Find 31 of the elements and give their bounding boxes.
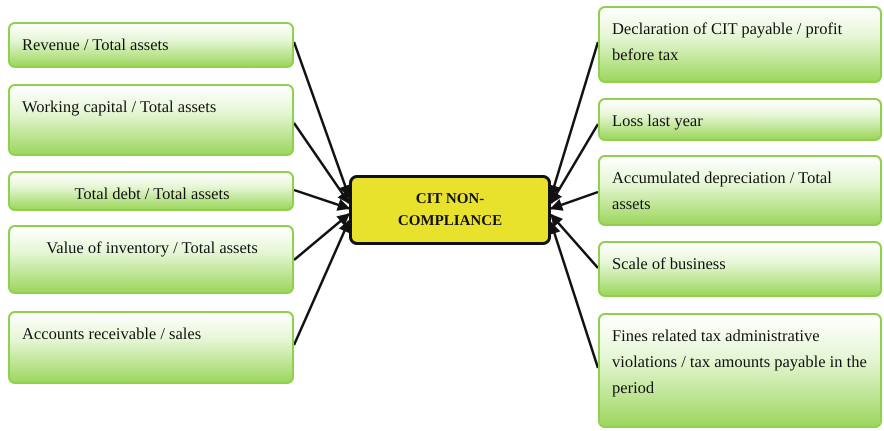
factor-text: Accounts receivable / sales [22, 324, 202, 343]
factor-text: Working capital / Total assets [22, 97, 216, 116]
central-box [349, 175, 551, 245]
box-title: CIT NON-COMPLIANCE [396, 190, 504, 231]
factor-box [598, 313, 882, 428]
arrow [292, 122, 350, 204]
factor-box [598, 6, 882, 83]
arrow [292, 220, 350, 346]
arrow [550, 214, 599, 269]
factor-text: Fines related tax administrative violations / tax amounts payable in the period [612, 326, 867, 397]
factor-box [598, 98, 882, 141]
factor-box [8, 171, 294, 211]
arrow [294, 188, 350, 211]
factor-text: Total debt / Total assets [74, 184, 230, 203]
factor-box [8, 84, 294, 156]
arrow [293, 213, 350, 261]
factor-text: Accumulated depreciation / Total assets [612, 168, 832, 213]
factor-box [598, 155, 882, 226]
factor-text: Revenue / Total assets [22, 35, 169, 54]
factor-text: Scale of business [612, 254, 726, 273]
factor-box [8, 311, 294, 384]
arrow [550, 123, 600, 204]
factor-text: Value of inventory / Total assets [46, 238, 258, 257]
factor-text: Declaration of CIT payable / profit before tax [612, 19, 842, 64]
factor-box [8, 22, 294, 68]
arrow [292, 42, 352, 198]
arrow [550, 190, 598, 211]
factor-box [598, 241, 882, 297]
arrow [548, 221, 600, 368]
factor-text: Loss last year [612, 111, 703, 130]
factor-box [8, 225, 294, 294]
